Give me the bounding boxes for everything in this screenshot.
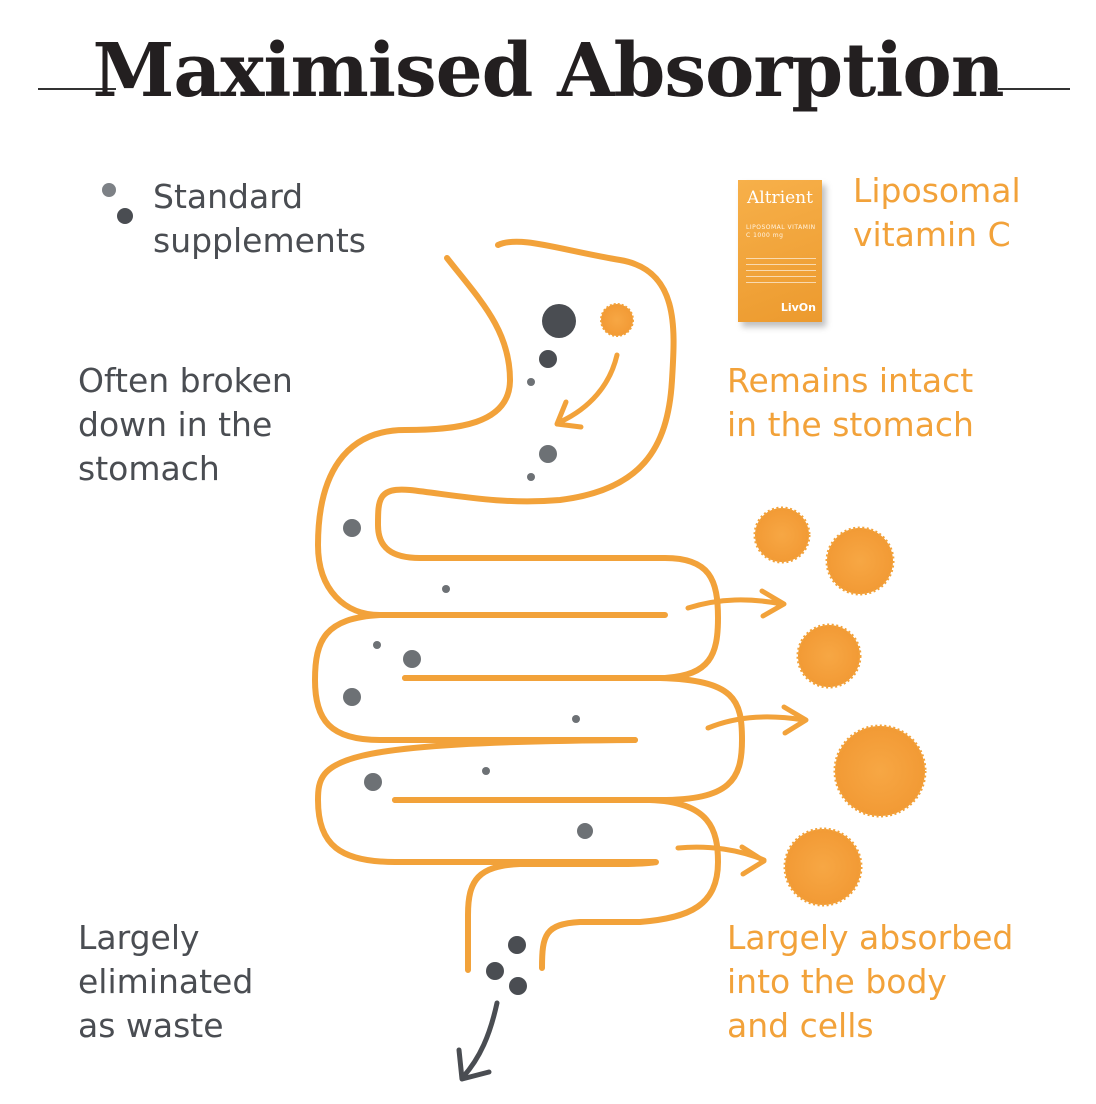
particle-grey [539,445,557,463]
absorption-arrow-1 [685,597,785,611]
standard-particles [343,304,593,995]
particle-grey [373,641,381,649]
particle-grey [482,767,490,775]
page-title: Maximised Absorption [92,28,1004,114]
gut-outline [312,238,745,973]
particle-grey [539,350,557,368]
intestine-loop-1 [312,612,638,743]
stomach-outer-wall [315,255,668,618]
legend-standard-label: Standard supplements [153,177,366,260]
legend-dot-light [102,183,116,197]
intestine-loop-4 [392,797,721,971]
liposome-absorbed [753,506,811,564]
particle-grey [572,715,580,723]
product-name: LIPOSOMAL VITAMIN C 1000 mg [746,224,816,239]
liposome-absorbed [825,526,895,596]
particle-grey [486,962,504,980]
label-eliminated: Largely eliminated as waste [78,918,254,1045]
liposome-absorbed [796,623,862,689]
particle-grey [577,823,593,839]
intestine-exit [465,859,659,973]
title-area: Maximised Absorption [0,22,1096,122]
label-remains-intact: Remains intact in the stomach [727,361,974,444]
intestine-loop-2 [392,675,745,803]
absorption-arrow-2 [705,714,807,731]
label-absorbed: Largely absorbed into the body and cells [727,918,1014,1045]
liposome-absorbed [833,724,927,818]
liposome-stomach [600,303,634,337]
product-brand: Altrient [747,188,813,208]
label-broken-down: Often broken down in the stomach [78,361,293,488]
particle-grey [343,688,361,706]
particle-grey [527,473,535,481]
title-rule-left [38,88,116,90]
liposome-absorbed [783,827,863,907]
particle-grey [508,936,526,954]
particle-grey [509,977,527,995]
stomach-inner-wall [375,238,721,681]
title-rule-right [998,88,1070,90]
product-fine-print [746,258,816,284]
legend-liposomal-label: Liposomal vitamin C [853,171,1021,254]
product-maker: LivOn [780,301,816,314]
legend-dot-dark [117,208,133,224]
particle-grey [527,378,535,386]
product-sachet: Altrient LIPOSOMAL VITAMIN C 1000 mg Liv… [738,180,822,322]
absorbed-liposomes [753,506,927,907]
particle-grey [542,304,576,338]
particle-grey [364,773,382,791]
absorption-arrows [675,588,809,877]
particle-grey [442,585,450,593]
particle-grey [403,650,421,668]
particle-grey [343,519,361,537]
intestine-loop-3 [315,737,658,865]
waste-arrow [456,1000,500,1082]
stomach-arrow [554,352,620,430]
